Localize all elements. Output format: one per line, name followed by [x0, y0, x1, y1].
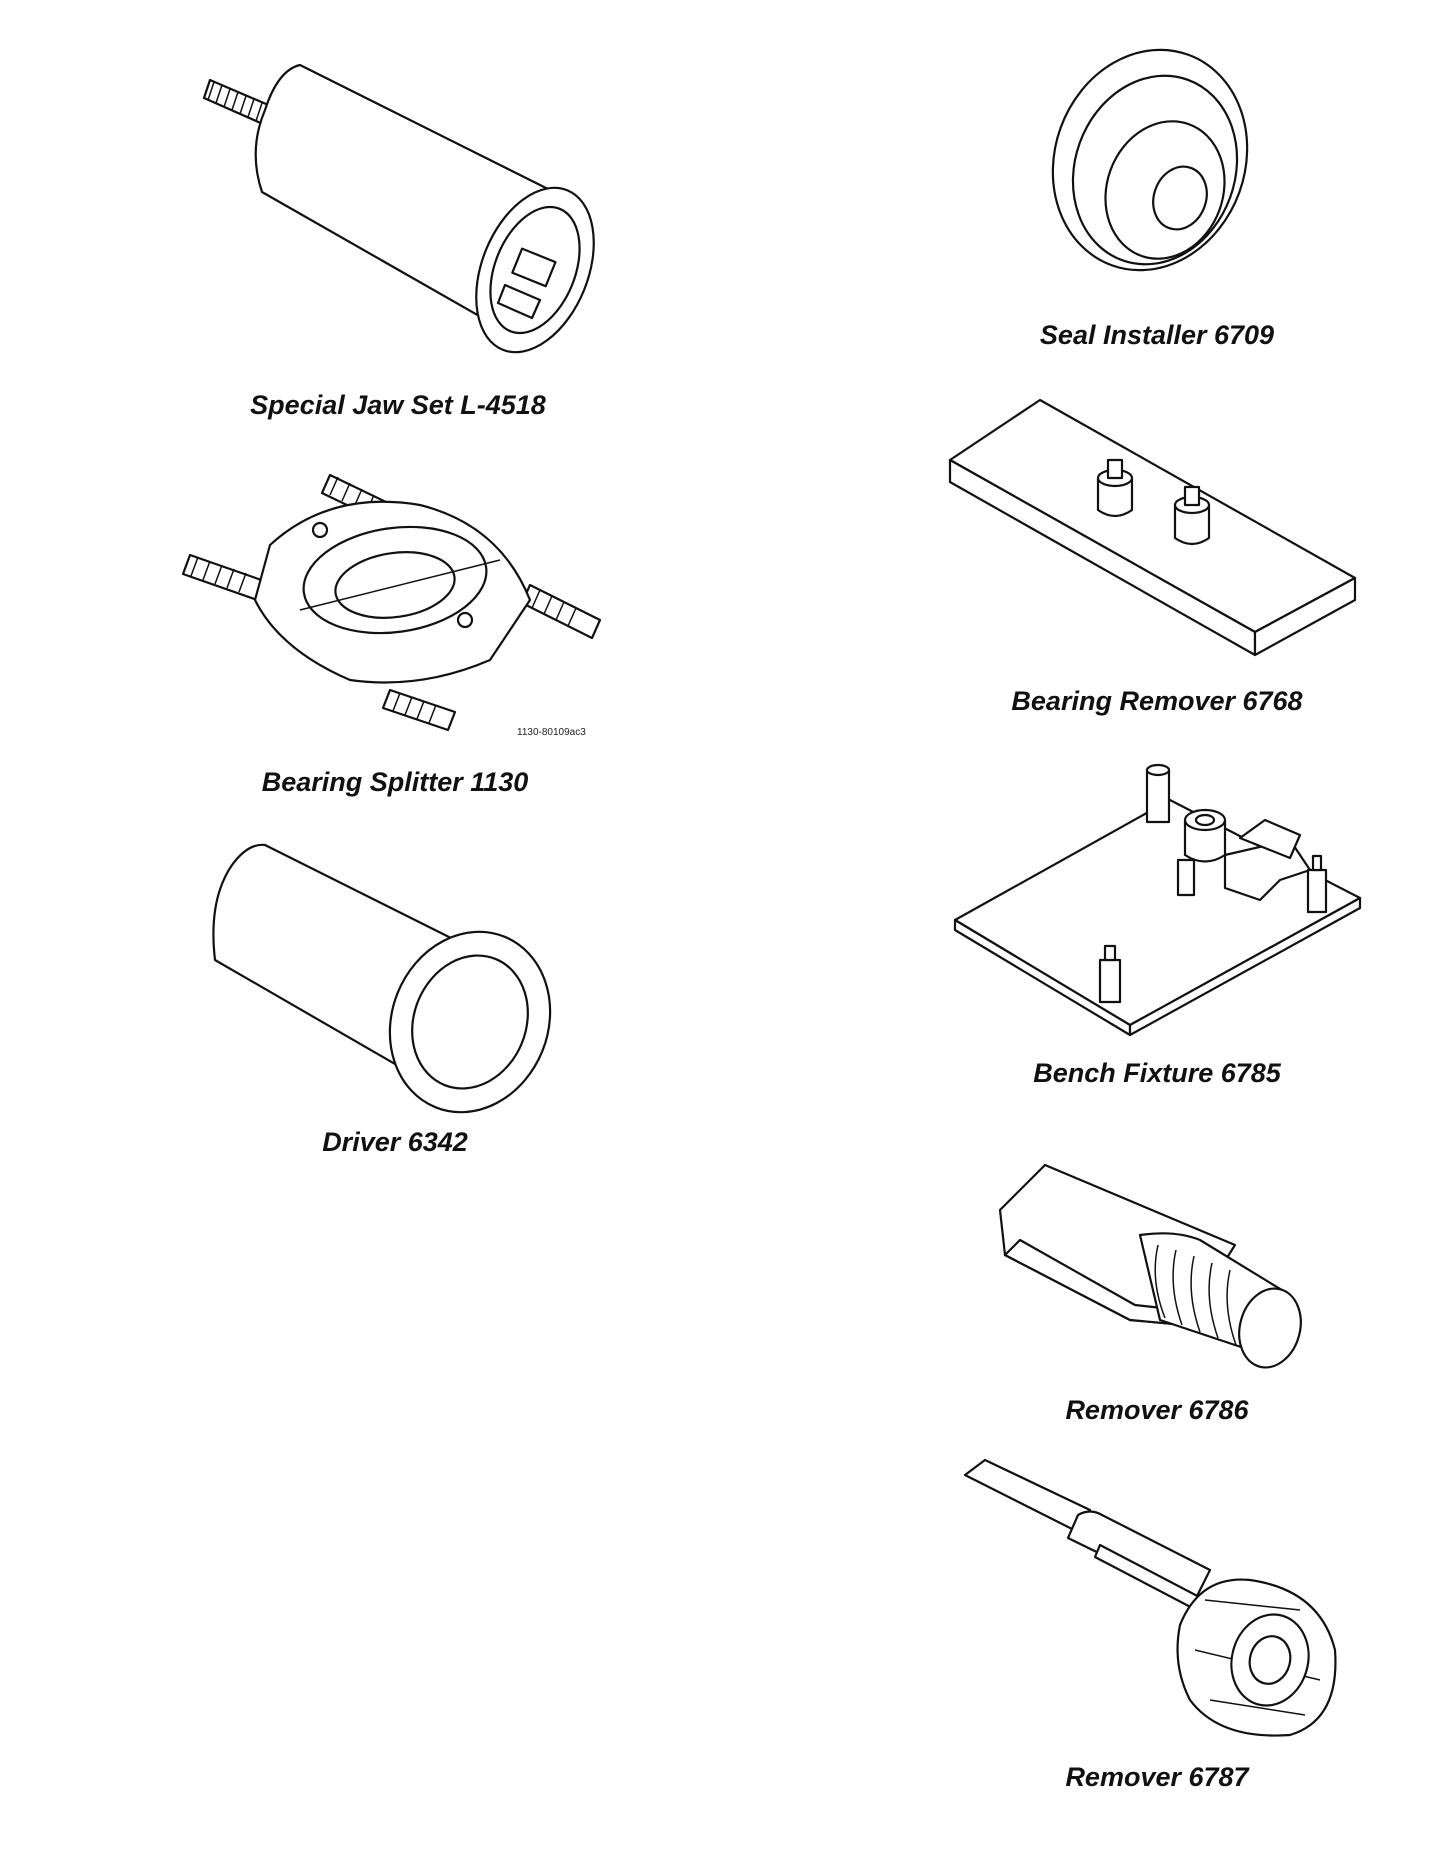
bearing-remover-icon: [948, 398, 1357, 657]
tool-caption-bearing-remover: Bearing Remover 6768: [1011, 686, 1303, 716]
tool-caption-remover-6787: Remover 6787: [1065, 1762, 1249, 1792]
tool-caption-seal-installer: Seal Installer 6709: [1039, 320, 1275, 350]
tool-caption-bench-fixture: Bench Fixture 6785: [1033, 1058, 1281, 1088]
figure-code: 1130-80109ac3: [517, 727, 586, 738]
driver-icon: [212, 843, 552, 1114]
bearing-splitter-icon: [181, 473, 602, 732]
remover-6786-icon: [998, 1163, 1302, 1369]
remover-6787-icon: [963, 1458, 1337, 1737]
tool-caption-jaw-set: Special Jaw Set L-4518: [250, 390, 546, 420]
bench-fixture-icon: [953, 763, 1362, 1037]
tool-caption-remover-6786: Remover 6786: [1065, 1395, 1249, 1425]
tool-caption-driver: Driver 6342: [322, 1127, 468, 1157]
seal-installer-icon: [1051, 48, 1249, 272]
tool-caption-bearing-splitter: Bearing Splitter 1130: [261, 767, 529, 797]
jaw-set-icon: [202, 63, 595, 354]
